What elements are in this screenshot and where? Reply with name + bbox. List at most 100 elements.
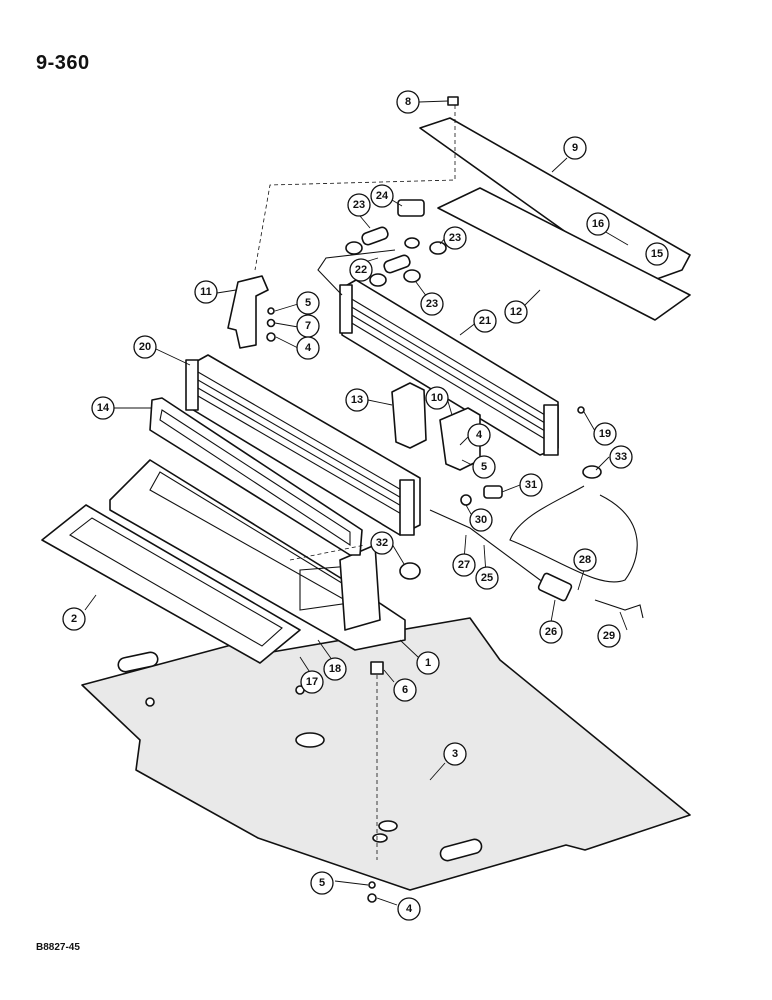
svg-text:11: 11 [200, 286, 212, 298]
callout-23: 23 [347, 193, 371, 217]
spacer-6 [370, 661, 384, 675]
callout-19: 19 [593, 422, 617, 446]
nut-4-lower [367, 893, 377, 903]
svg-text:33: 33 [615, 451, 627, 463]
hose-clamp [403, 269, 421, 283]
svg-text:18: 18 [329, 663, 341, 675]
mounting-bracket-13 [391, 382, 427, 449]
base-plate-hole [295, 732, 325, 748]
base-plate-hole [378, 820, 398, 832]
callout-3: 3 [443, 742, 467, 766]
base-plate [81, 617, 691, 891]
hose-clamp [345, 241, 363, 255]
lower-support-bracket [339, 544, 381, 631]
callout-30: 30 [469, 508, 493, 532]
upper-cooler-end-plate [543, 404, 559, 456]
hose-clamp [369, 273, 387, 287]
callout-12: 12 [504, 300, 528, 324]
callout-13: 13 [345, 388, 369, 412]
front-grille-frame [41, 504, 301, 664]
svg-text:23: 23 [353, 199, 365, 211]
fitting-24 [397, 199, 425, 217]
oil-cooler-tubes [197, 371, 411, 520]
callout-10: 10 [425, 386, 449, 410]
svg-text:9: 9 [572, 142, 578, 154]
oil-cooler-end-plate [399, 479, 415, 536]
callout-31: 31 [519, 473, 543, 497]
svg-text:3: 3 [452, 748, 458, 760]
svg-text:32: 32 [376, 537, 388, 549]
svg-text:28: 28 [579, 554, 591, 566]
callout-21: 21 [473, 309, 497, 333]
radiator-gasket-opening [159, 409, 351, 547]
svg-text:5: 5 [305, 297, 311, 309]
callout-29: 29 [597, 624, 621, 648]
screw-19 [577, 406, 585, 414]
alignment-line [289, 544, 366, 561]
seal-strip [437, 187, 691, 321]
base-plate-slot [117, 651, 159, 673]
callout-1: 1 [416, 651, 440, 675]
washer-5-lower [368, 881, 376, 889]
svg-text:23: 23 [426, 298, 438, 310]
svg-text:4: 4 [476, 429, 483, 441]
callout-24: 24 [370, 184, 394, 208]
svg-text:23: 23 [449, 232, 461, 244]
svg-text:4: 4 [305, 342, 312, 354]
washer-5 [267, 307, 275, 315]
callout-9: 9 [563, 136, 587, 160]
svg-text:2: 2 [71, 613, 77, 625]
svg-text:4: 4 [406, 903, 413, 915]
elbow-fitting-31 [483, 485, 503, 499]
svg-text:1: 1 [425, 657, 431, 669]
front-grille-opening [69, 517, 283, 647]
oil-cooler-end-plate [185, 359, 199, 411]
svg-text:8: 8 [405, 96, 411, 108]
callout-5: 5 [310, 871, 334, 895]
callout-26: 26 [539, 620, 563, 644]
svg-text:31: 31 [525, 479, 537, 491]
base-plate-hole [145, 697, 155, 707]
svg-text:27: 27 [458, 559, 470, 571]
svg-text:26: 26 [545, 626, 557, 638]
svg-text:12: 12 [510, 306, 522, 318]
switch-lead-29 [594, 599, 644, 619]
upper-cooler-tubes [349, 297, 551, 443]
capillary-tube [509, 485, 638, 583]
svg-text:22: 22 [355, 264, 367, 276]
callout-23: 23 [420, 292, 444, 316]
svg-text:25: 25 [481, 572, 493, 584]
svg-text:5: 5 [481, 461, 487, 473]
callout-4: 4 [397, 897, 421, 921]
page-number: 9-360 [36, 52, 90, 74]
svg-text:10: 10 [431, 392, 443, 404]
callout-5: 5 [296, 291, 320, 315]
callout-23: 23 [443, 226, 467, 250]
callout-2: 2 [62, 607, 86, 631]
callout-33: 33 [609, 445, 633, 469]
svg-text:7: 7 [305, 320, 311, 332]
upper-cooler-inlet-tube [317, 249, 396, 296]
hose-22 [361, 226, 389, 246]
callout-14: 14 [91, 396, 115, 420]
callout-4: 4 [467, 423, 491, 447]
fitting-30 [460, 494, 472, 506]
svg-text:15: 15 [651, 248, 663, 260]
base-plate-slot [439, 838, 483, 862]
mounting-bracket-11 [227, 275, 269, 349]
leader-lines [84, 100, 629, 906]
alignment-line [254, 105, 456, 271]
svg-text:29: 29 [603, 630, 615, 642]
callout-27: 27 [452, 553, 476, 577]
callout-25: 25 [475, 566, 499, 590]
callout-16: 16 [586, 212, 610, 236]
svg-text:19: 19 [599, 428, 611, 440]
upper-cooler-end-plate [339, 284, 353, 334]
callout-15: 15 [645, 242, 669, 266]
svg-text:13: 13 [351, 394, 363, 406]
callout-32: 32 [370, 531, 394, 555]
callout-11: 11 [194, 280, 218, 304]
callout-7: 7 [296, 314, 320, 338]
callout-22: 22 [349, 258, 373, 282]
